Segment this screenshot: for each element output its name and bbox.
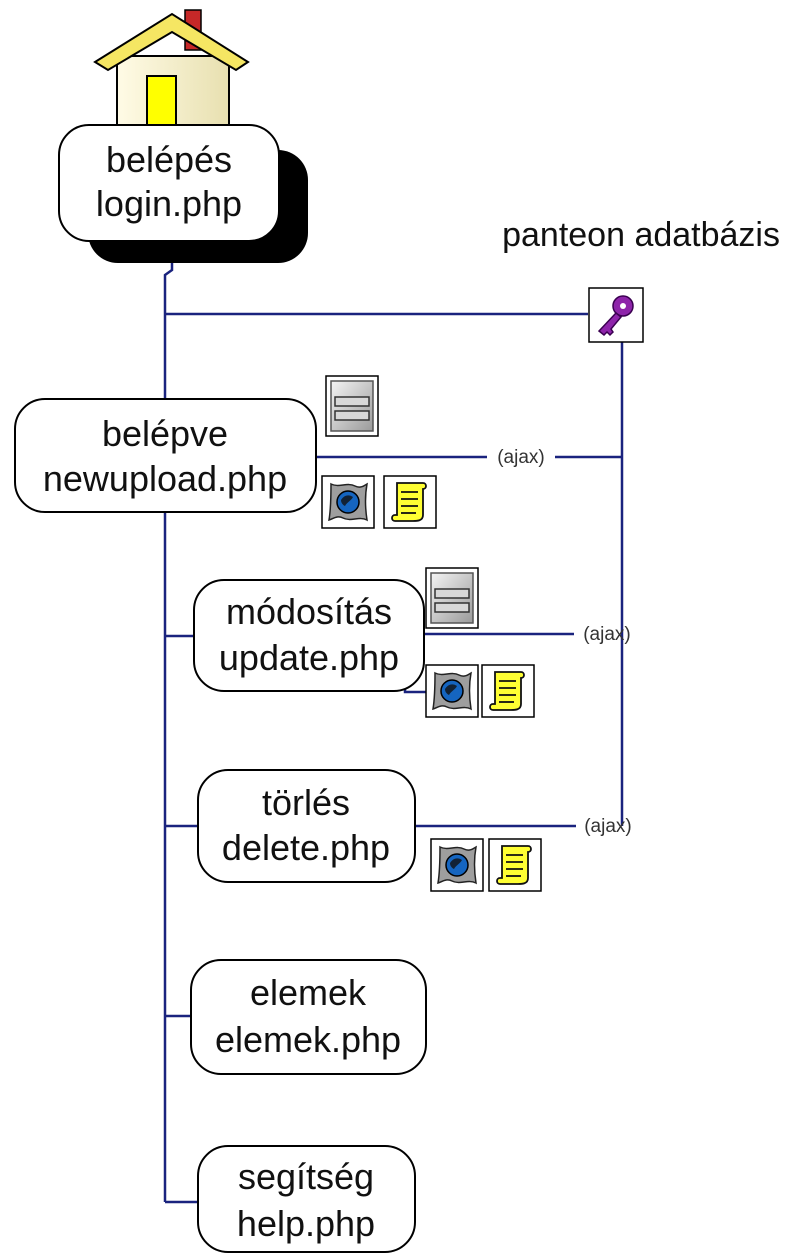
line-login-trunk	[163, 242, 174, 398]
update-ajax-label: (ajax)	[583, 624, 631, 645]
delete-globe-icon	[430, 838, 484, 892]
newupload-ajax-label: (ajax)	[497, 447, 545, 468]
help-node-box	[197, 1145, 416, 1253]
elemek-node-file: elemek.php	[215, 1019, 401, 1060]
login-node[interactable]: belépés login.php	[58, 124, 308, 263]
help-node-title: segítség	[238, 1156, 374, 1197]
update-node-box	[193, 579, 425, 692]
newupload-form-icon	[325, 375, 379, 437]
newupload-script-icon	[383, 475, 437, 529]
login-node-title: belépés	[106, 139, 232, 180]
delete-node[interactable]: törlés delete.php	[197, 769, 416, 883]
newupload-node-title: belépve	[102, 413, 228, 454]
delete-node-file: delete.php	[222, 827, 390, 868]
update-node-title: módosítás	[226, 591, 392, 632]
newupload-node-file: newupload.php	[43, 458, 287, 499]
update-globe-icon	[425, 664, 479, 718]
delete-node-box	[197, 769, 416, 883]
delete-node-title: törlés	[262, 782, 350, 823]
help-node-file: help.php	[237, 1203, 375, 1244]
house-icon	[93, 9, 250, 137]
newupload-node-box	[14, 398, 317, 513]
key-icon[interactable]	[588, 287, 644, 343]
update-script-icon	[481, 664, 535, 718]
newupload-globe-icon	[321, 475, 375, 529]
update-node-file: update.php	[219, 637, 399, 678]
help-node[interactable]: segítség help.php	[197, 1145, 416, 1253]
elemek-node-box	[190, 959, 427, 1075]
elemek-node-title: elemek	[250, 972, 367, 1013]
login-node-file: login.php	[96, 183, 242, 224]
delete-script-icon	[488, 838, 542, 892]
connector-lines	[163, 242, 624, 1204]
newupload-node[interactable]: belépve newupload.php	[14, 398, 317, 513]
login-node-box	[58, 124, 280, 242]
elemek-node[interactable]: elemek elemek.php	[190, 959, 427, 1075]
database-label: panteon adatbázis	[502, 216, 780, 254]
update-node[interactable]: módosítás update.php	[193, 579, 425, 692]
update-form-icon	[425, 567, 479, 629]
delete-ajax-label: (ajax)	[584, 816, 632, 837]
